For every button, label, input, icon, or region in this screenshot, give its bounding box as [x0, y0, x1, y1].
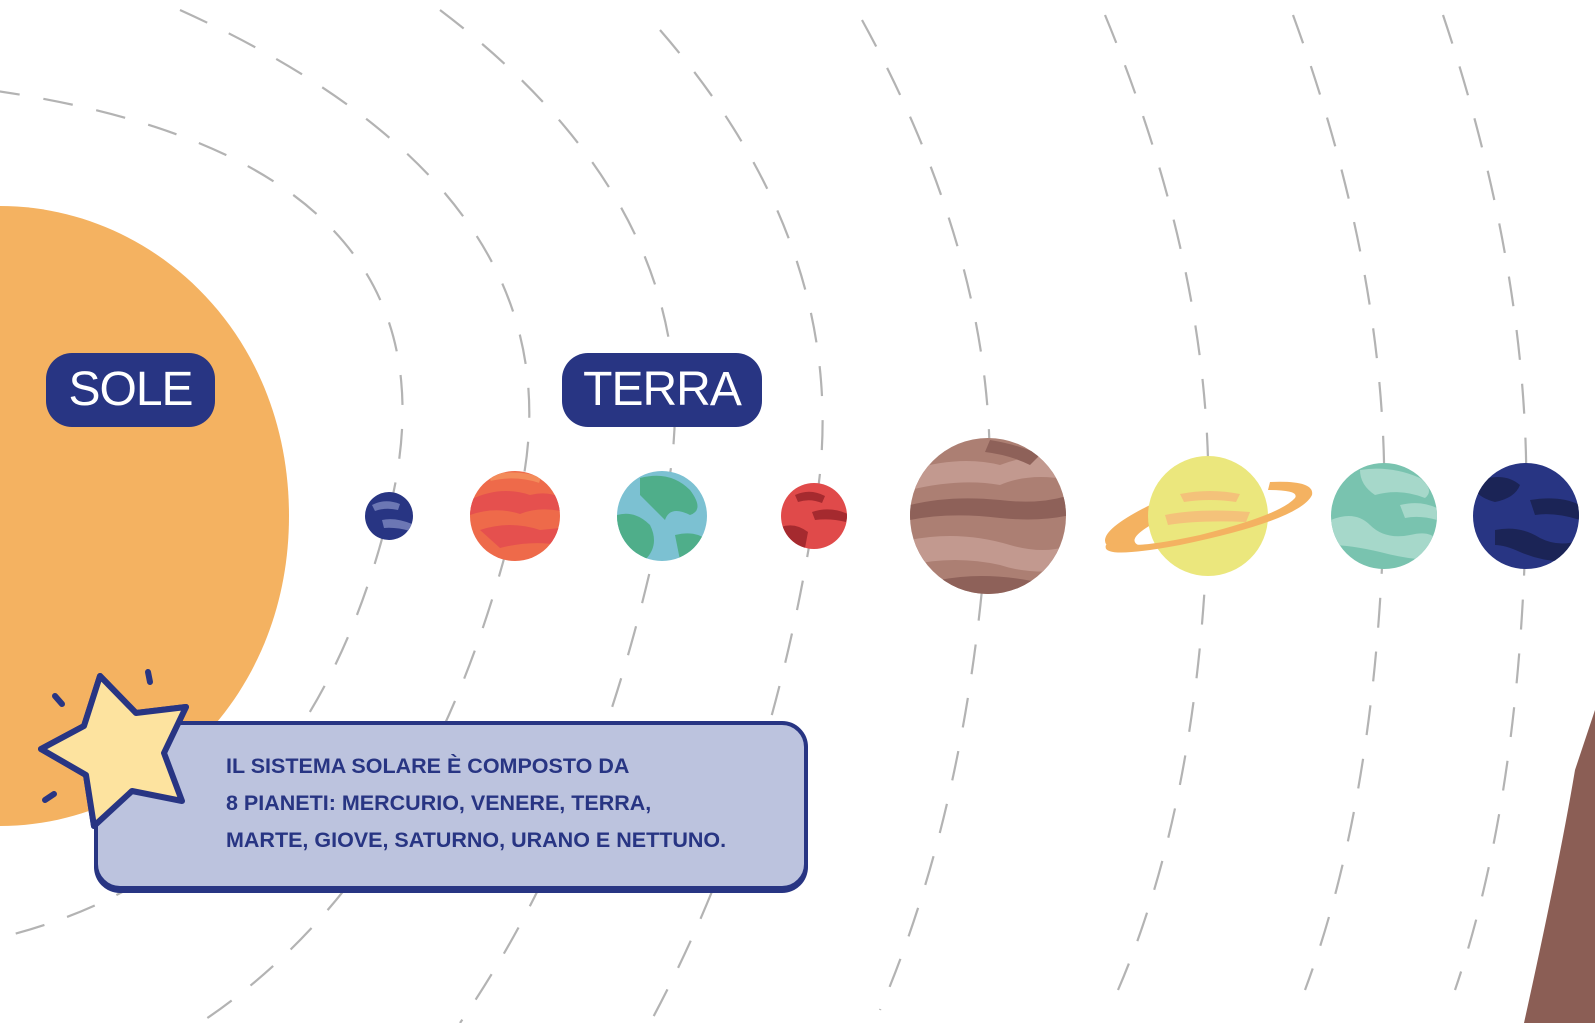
info-text: IL SISTEMA SOLARE È COMPOSTO DA 8 PIANET…: [226, 754, 727, 852]
uranus-icon: [1331, 463, 1437, 569]
earth-icon: [617, 471, 707, 561]
neptune-icon: [1473, 463, 1579, 569]
mars-icon: [781, 483, 847, 549]
venus-icon: [470, 471, 560, 561]
info-box: [94, 721, 808, 890]
orbit-line: [649, 29, 824, 1023]
earth-label: TERRA: [562, 353, 762, 427]
jupiter-icon: [910, 438, 1066, 594]
mercury-icon: [365, 492, 413, 540]
sun-label: SOLE: [46, 353, 215, 427]
orbit-line: [861, 19, 991, 1011]
saturn-icon: [1105, 456, 1313, 576]
mountain-decoration: [1524, 710, 1595, 1023]
